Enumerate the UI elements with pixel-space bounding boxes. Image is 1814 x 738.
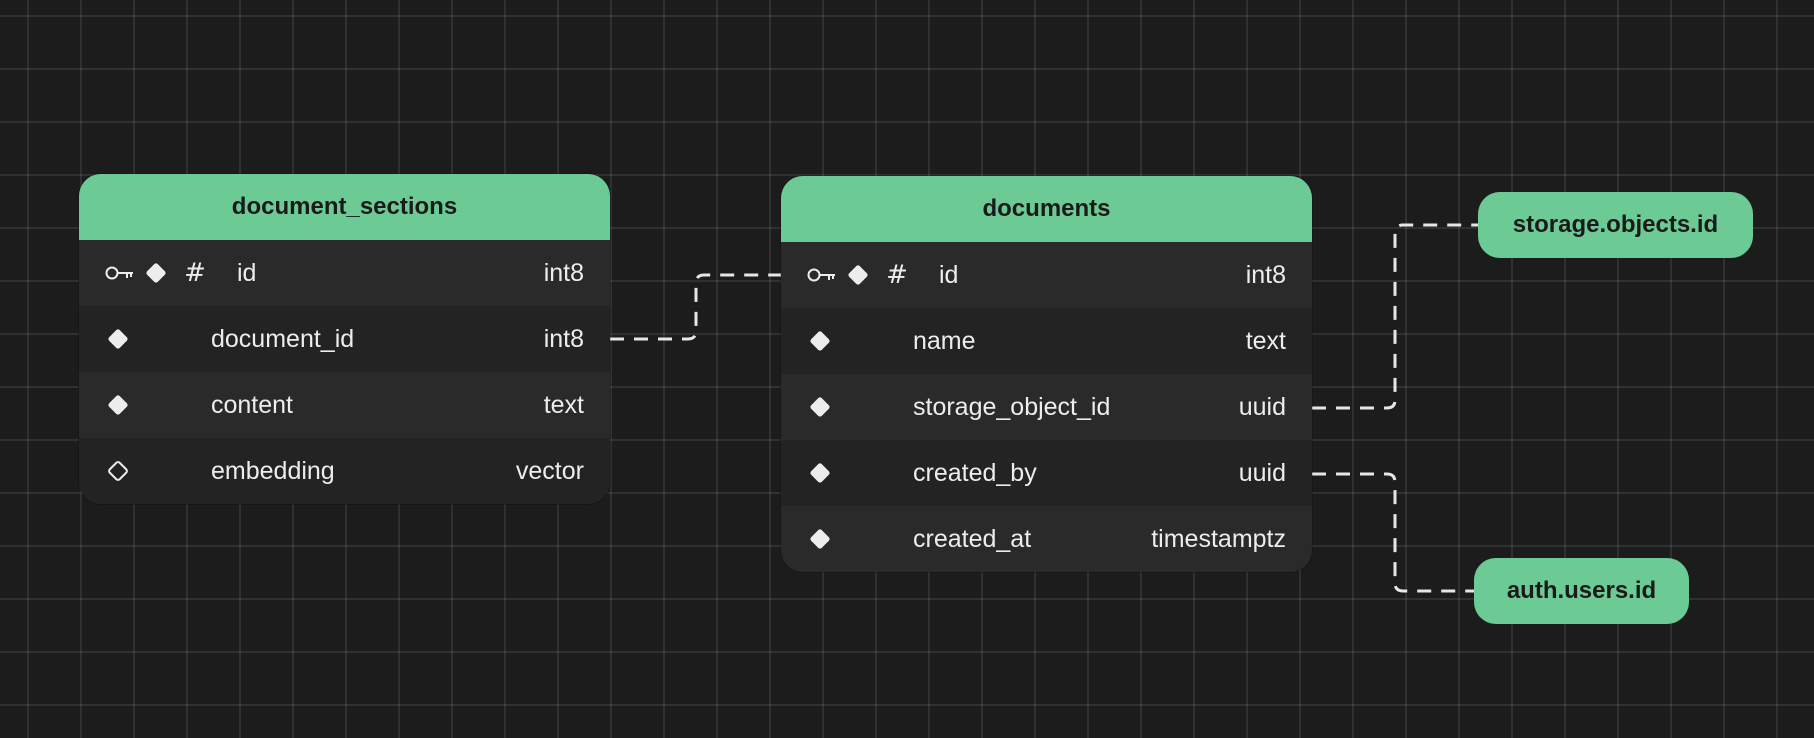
filled-diamond-icon [105, 326, 131, 352]
table-title: documents [781, 176, 1312, 242]
filled-diamond-icon [105, 392, 131, 418]
external-ref-storage-objects-id[interactable]: storage.objects.id [1478, 192, 1753, 258]
column-name: storage_object_id [913, 392, 1111, 421]
filled-diamond-icon [845, 262, 871, 288]
column-type: int8 [543, 258, 584, 287]
column-type: timestamptz [1151, 524, 1286, 553]
hash-icon: # [886, 260, 908, 290]
column-name: created_by [913, 458, 1037, 487]
column-name: embedding [211, 456, 335, 485]
column-type: uuid [1238, 458, 1286, 487]
column-name: name [913, 326, 976, 355]
connector-document-id-to-documents-id [610, 273, 782, 341]
column-type: vector [515, 456, 584, 485]
filled-diamond-icon [807, 394, 833, 420]
column-name: content [211, 390, 294, 419]
column-row-name[interactable]: name text [781, 308, 1312, 374]
column-type: uuid [1238, 392, 1286, 421]
key-icon [807, 267, 837, 283]
hollow-diamond-icon [105, 458, 131, 484]
column-name: id [939, 260, 959, 289]
column-name: id [237, 258, 257, 287]
filled-diamond-icon [807, 526, 833, 552]
key-icon [105, 265, 135, 281]
column-type: text [1245, 326, 1286, 355]
connector-created-by-to-auth-users [1312, 472, 1476, 593]
column-type: int8 [1245, 260, 1286, 289]
filled-diamond-icon [143, 260, 169, 286]
column-row-document-id[interactable]: document_id int8 [79, 306, 610, 372]
external-ref-auth-users-id[interactable]: auth.users.id [1474, 558, 1689, 624]
column-row-id[interactable]: # id int8 [781, 242, 1312, 308]
column-name: created_at [913, 524, 1032, 553]
table-documents[interactable]: documents # id int8 name text [781, 176, 1312, 572]
filled-diamond-icon [807, 460, 833, 486]
column-row-created-at[interactable]: created_at timestamptz [781, 506, 1312, 572]
column-type: int8 [543, 324, 584, 353]
column-row-id[interactable]: # id int8 [79, 240, 610, 306]
filled-diamond-icon [807, 328, 833, 354]
column-row-storage-object-id[interactable]: storage_object_id uuid [781, 374, 1312, 440]
column-row-content[interactable]: content text [79, 372, 610, 438]
hash-icon: # [184, 258, 206, 288]
table-title: document_sections [79, 174, 610, 240]
column-name: document_id [211, 324, 355, 353]
column-type: text [543, 390, 584, 419]
connector-storage-object-id-to-storage-objects [1312, 223, 1480, 410]
table-document-sections[interactable]: document_sections # id int8 document_id [79, 174, 610, 504]
column-row-embedding[interactable]: embedding vector [79, 438, 610, 504]
column-row-created-by[interactable]: created_by uuid [781, 440, 1312, 506]
